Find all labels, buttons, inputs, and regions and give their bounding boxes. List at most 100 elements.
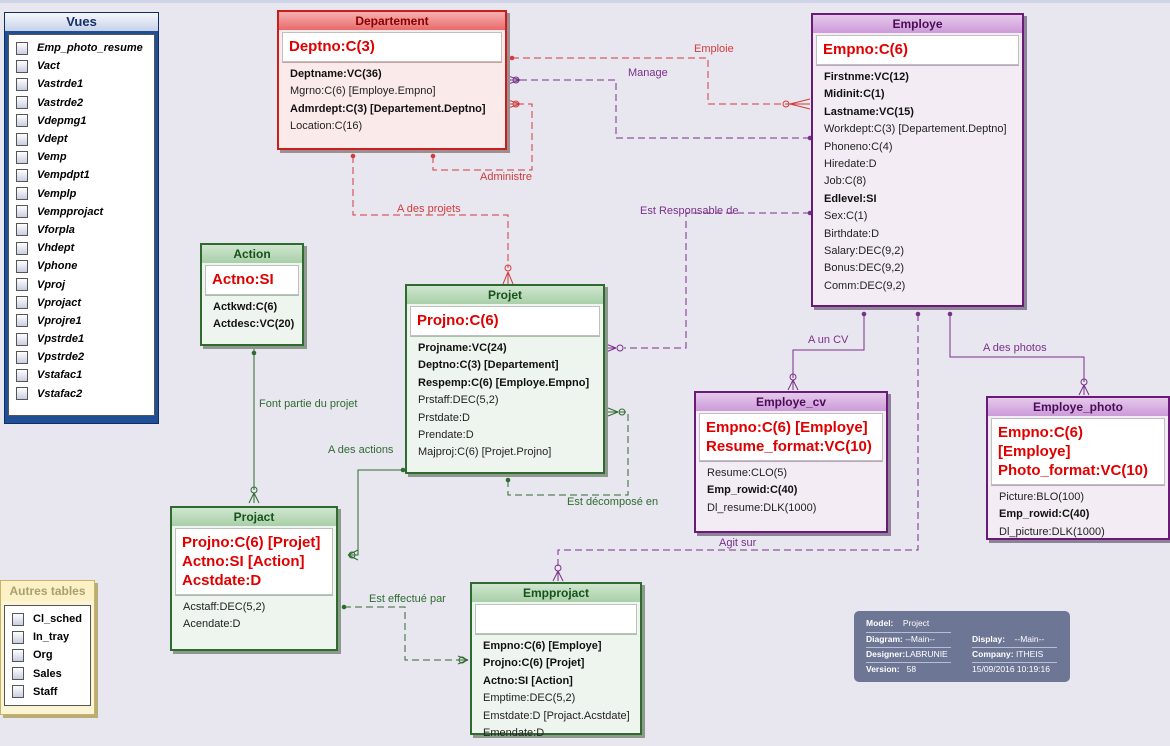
attribute: Midinit:C(1) (824, 88, 885, 101)
list-item[interactable]: Vact (11, 57, 152, 75)
list-item-label: Vhdept (37, 242, 75, 255)
list-item[interactable]: Vemplp (11, 185, 152, 203)
attribute: Location:C(16) (290, 120, 363, 133)
list-item[interactable]: Vphone (11, 257, 152, 275)
list-item-label: Vemp (37, 151, 67, 164)
table-icon (16, 150, 28, 164)
attribute: Dl_resume:DLK(1000) (707, 501, 817, 514)
list-item[interactable]: Staff (7, 683, 88, 701)
list-item[interactable]: Vdept (11, 130, 152, 148)
primary-key-section: Empno:C(6) [Employe]Photo_format:VC(10) (991, 418, 1165, 485)
attribute: Majproj:C(6) [Projet.Projno] (418, 446, 552, 459)
list-item-label: Staff (33, 685, 58, 698)
attribute: Mgrno:C(6) [Employe.Empno] (290, 85, 436, 98)
rel-a-un-cv (792, 314, 865, 378)
list-item-label: In_tray (33, 631, 70, 644)
table-icon (16, 205, 28, 219)
list-item[interactable]: Vempdpt1 (11, 166, 152, 184)
list-item-label: Vstafac1 (37, 369, 83, 382)
table-icon (16, 368, 28, 382)
top-border (0, 0, 1170, 3)
list-item[interactable]: Sales (7, 665, 88, 683)
attribute: Emendate:D (483, 727, 545, 740)
list-item[interactable]: Emp_photo_resume (11, 39, 152, 57)
list-item[interactable]: Vhdept (11, 239, 152, 257)
attribute: Emp_rowid:C(40) (707, 484, 798, 497)
table-icon (16, 132, 28, 146)
list-item[interactable]: Vstafac1 (11, 366, 152, 384)
table-icon (16, 187, 28, 201)
rel-est-effectue (344, 606, 458, 661)
attribute: Edlevel:SI (824, 192, 877, 205)
list-item[interactable]: Vproj (11, 275, 152, 293)
list-item[interactable]: Org (7, 646, 88, 664)
info-divider (866, 647, 951, 648)
list-item-label: Vastrde1 (37, 78, 84, 91)
list-item[interactable]: Vempprojact (11, 203, 152, 221)
list-item[interactable]: Vastrde2 (11, 94, 152, 112)
list-item[interactable]: Vforpla (11, 221, 152, 239)
attribute: Emstdate:D [Projact.Acstdate] (483, 709, 630, 722)
list-item[interactable]: Vstafac2 (11, 385, 152, 403)
list-item[interactable]: Vdepmg1 (11, 112, 152, 130)
primary-key-section: Projno:C(6) [Projet]Actno:SI [Action]Acs… (175, 528, 333, 595)
version-row: Version: 58 (866, 664, 917, 674)
list-item-label: Vpstrde2 (37, 351, 85, 364)
attribute-list: Projname:VC(24)Deptno:C(3) [Departement]… (410, 336, 600, 466)
list-item[interactable]: Vprojact (11, 294, 152, 312)
attribute: Bonus:DEC(9,2) (824, 262, 905, 275)
table-icon (16, 350, 28, 364)
list-item[interactable]: Vpstrde2 (11, 348, 152, 366)
list-item-label: Vempdpt1 (37, 169, 90, 182)
attribute: Prendate:D (418, 429, 474, 442)
list-item-label: Vempprojact (37, 205, 104, 218)
table-icon (12, 648, 24, 662)
attribute: Emp_rowid:C(40) (999, 508, 1090, 521)
primary-key-section: Empno:C(6) (816, 35, 1019, 65)
label-est-effectue: Est effectué par (369, 593, 446, 605)
attribute: Birthdate:D (824, 227, 880, 240)
attribute-list: Actkwd:C(6)Actdesc:VC(20) (205, 295, 299, 338)
attribute: Picture:BLO(100) (999, 491, 1084, 503)
table-icon (16, 387, 28, 401)
list-item-label: Vprojre1 (37, 314, 82, 327)
list-item-label: Vdept (37, 133, 68, 146)
rel-manage (520, 79, 810, 139)
list-item[interactable]: In_tray (7, 628, 88, 646)
list-item[interactable]: Cl_sched (7, 610, 88, 628)
designer-row: Designer:LABRUNIE (866, 649, 948, 659)
list-item-label: Vact (37, 60, 60, 73)
list-item[interactable]: Vpstrde1 (11, 330, 152, 348)
list-item-label: Vforpla (37, 223, 75, 236)
attribute: Lastname:VC(15) (824, 105, 914, 118)
list-item[interactable]: Vastrde1 (11, 75, 152, 93)
table-icon (16, 41, 28, 55)
entity-title: Employe_cv (696, 393, 886, 411)
attribute: Dl_picture:DLK(1000) (999, 525, 1105, 538)
model-info-box: Model: Project Diagram: --Main-- Display… (854, 611, 1070, 682)
info-divider (866, 662, 951, 663)
info-divider (972, 662, 1057, 663)
list-item-label: Cl_sched (33, 613, 82, 626)
attribute: Salary:DEC(9,2) (824, 245, 905, 258)
table-icon (16, 77, 28, 91)
attribute: Acendate:D (183, 618, 241, 631)
attribute: Phoneno:C(4) (824, 140, 893, 153)
diagram-row: Diagram: --Main-- (866, 634, 935, 644)
list-item[interactable]: Vprojre1 (11, 312, 152, 330)
primary-key: Empno:C(6) [Employe] (706, 419, 868, 436)
list-item[interactable]: Vemp (11, 148, 152, 166)
attribute: Job:C(8) (824, 175, 867, 188)
